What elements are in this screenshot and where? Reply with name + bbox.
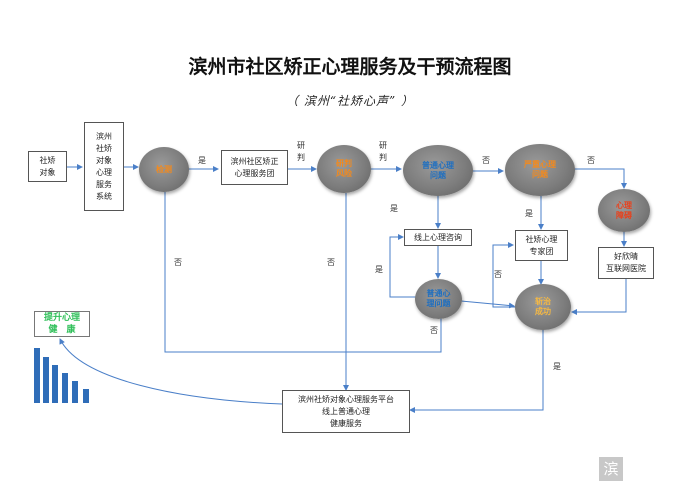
check-node: 检测: [139, 147, 189, 192]
normal-problem2-node: 普通心 理问题: [415, 279, 462, 319]
decor-bar: [34, 348, 40, 403]
online-consult-box: 线上心理咨询: [404, 229, 472, 246]
expert-box: 社矫心理 专家团: [515, 230, 568, 261]
goal-label: 提升心理 健 康: [43, 313, 80, 335]
edge-label-no: 否: [327, 258, 335, 267]
edge-label-no: 否: [174, 258, 182, 267]
subject-box: 社矫 对象: [28, 151, 67, 182]
success-node: 斩治 成功: [515, 284, 571, 330]
page-subtitle: （ 滨州“社矫心声” ）: [286, 94, 414, 108]
watermark-logo-icon: 滨: [599, 457, 623, 481]
edge-label-judge: 研 判: [379, 141, 387, 162]
success-label: 斩治 成功: [535, 297, 551, 316]
edge-label-yes: 是: [198, 156, 206, 165]
edge-label-judge: 研 判: [297, 141, 305, 162]
disorder-node: 心理 障碍: [598, 189, 650, 232]
platform-label: 滨州社矫对象心理服务平台 线上普通心理 健康服务: [298, 394, 394, 428]
check-label: 检测: [156, 164, 172, 174]
decor-bar: [52, 365, 58, 403]
edge-label-yes: 是: [553, 362, 561, 371]
online-consult-label: 线上心理咨询: [414, 232, 462, 242]
risk-node: 研判 风险: [317, 145, 371, 193]
team-box: 滨州社区矫正 心理服务团: [221, 150, 288, 185]
edge-label-yes: 是: [525, 209, 533, 218]
severe-problem-label: 严重心理 问题: [524, 160, 556, 179]
goal-box: 提升心理 健 康: [34, 311, 90, 337]
platform-box: 滨州社矫对象心理服务平台 线上普通心理 健康服务: [282, 390, 410, 433]
decor-bar: [72, 381, 78, 403]
normal-problem-label: 普通心理 问题: [422, 160, 454, 180]
hospital-box: 好欣晴 互联网医院: [598, 247, 654, 279]
page-title: 滨州市社区矫正心理服务及干预流程图: [188, 56, 512, 78]
disorder-label: 心理 障碍: [616, 200, 632, 220]
edge-label-no: 否: [482, 156, 490, 165]
subject-label: 社矫 对象: [39, 155, 56, 177]
system-box: 滨州 社矫 对象 心理 服务 系统: [84, 122, 124, 211]
edge-label-no: 否: [587, 156, 595, 165]
decor-bar: [62, 373, 68, 403]
normal-problem2-label: 普通心 理问题: [426, 289, 451, 308]
hospital-label: 好欣晴 互联网医院: [606, 252, 646, 273]
severe-problem-node: 严重心理 问题: [505, 144, 575, 196]
edge-label-yes: 是: [375, 265, 383, 274]
expert-label: 社矫心理 专家团: [525, 234, 558, 256]
decor-bar: [43, 357, 49, 403]
team-label: 滨州社区矫正 心理服务团: [230, 156, 279, 178]
risk-label: 研判 风险: [336, 159, 352, 178]
decor-bar: [83, 389, 89, 403]
edge-label-no: 否: [430, 326, 438, 335]
normal-problem-node: 普通心理 问题: [403, 145, 473, 196]
edge-label-yes: 是: [390, 204, 398, 213]
system-label: 滨州 社矫 对象 心理 服务 系统: [96, 131, 112, 201]
edge-label-no: 否: [494, 270, 502, 279]
